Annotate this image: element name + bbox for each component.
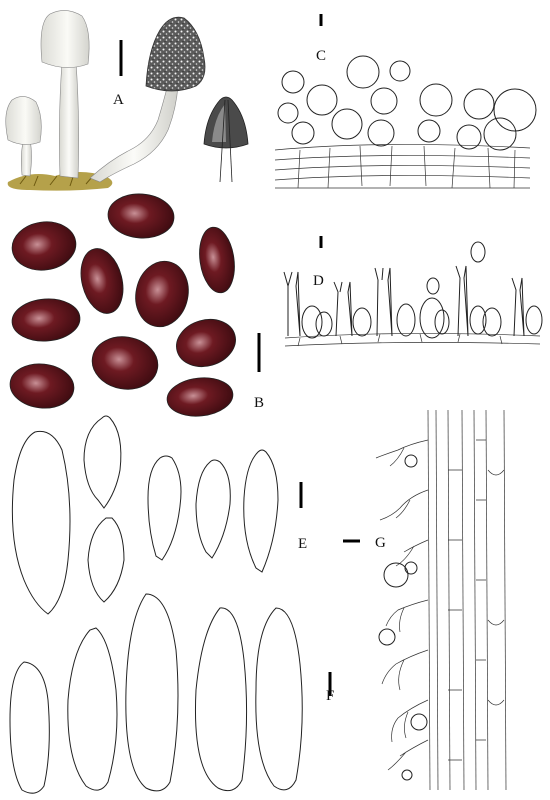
panel-f-cystidia — [9, 593, 332, 794]
panel-label-e: E — [298, 536, 307, 552]
panel-d-hymenium: D — [283, 236, 543, 347]
panel-c-pileipellis: C — [274, 14, 537, 189]
panel-a-fruitbodies: A — [5, 10, 249, 191]
panel-e-cystidia — [11, 415, 303, 615]
panel-label-f: F — [326, 688, 334, 704]
panel-label-g: G — [375, 535, 386, 551]
panel-g-stipitipellis: G — [343, 409, 507, 791]
cap-section-inset — [203, 96, 249, 183]
panel-b-spores: B — [9, 193, 264, 417]
panel-label-a: A — [113, 92, 124, 108]
panel-label-c: C — [316, 48, 326, 64]
panel-label-d: D — [313, 273, 324, 289]
panel-label-b: B — [254, 395, 264, 411]
